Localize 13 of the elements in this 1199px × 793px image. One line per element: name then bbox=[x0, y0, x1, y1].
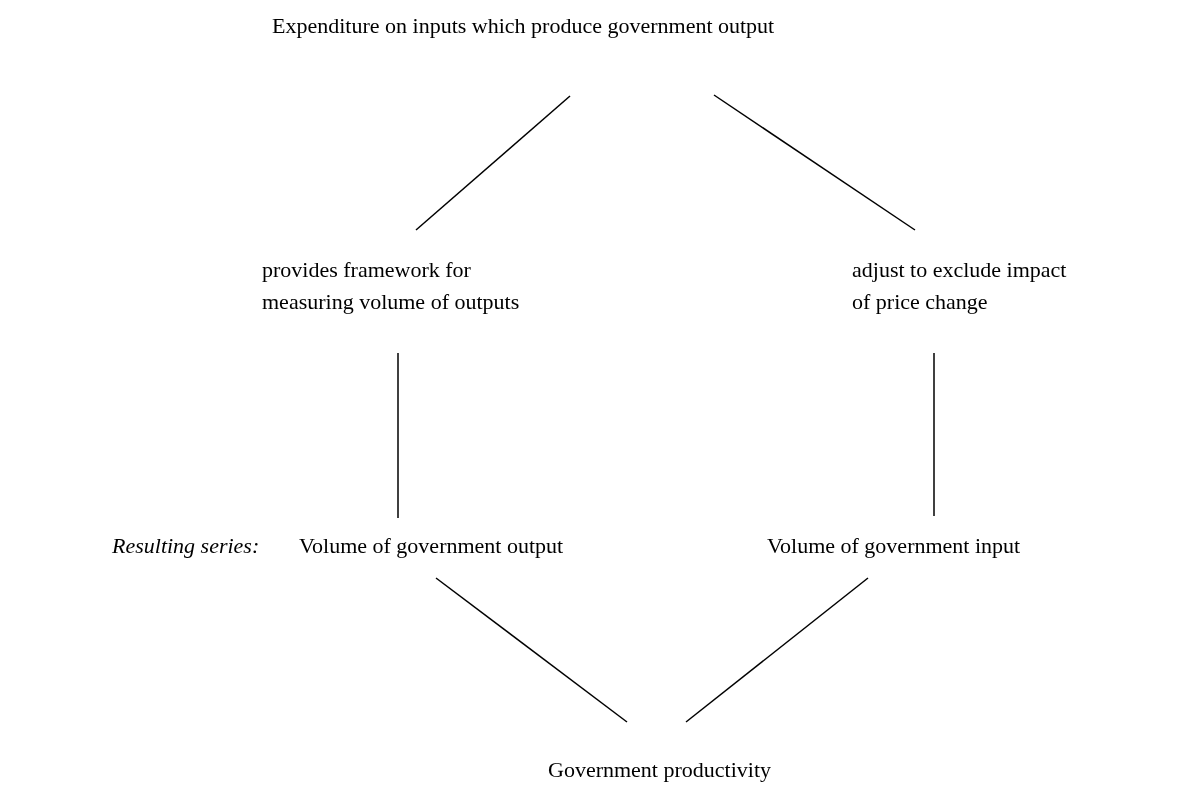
connector-line bbox=[435, 577, 628, 723]
node-text: Expenditure on inputs which produce government output bbox=[272, 10, 775, 42]
node-text: Volume of government input bbox=[767, 530, 1021, 562]
node-text: Volume of government output bbox=[299, 530, 564, 562]
connector-line bbox=[713, 94, 916, 231]
node-text: adjust to exclude impact of price change bbox=[852, 254, 1082, 318]
connector-line bbox=[933, 352, 935, 517]
connector-line bbox=[685, 577, 869, 723]
connector-line bbox=[415, 95, 571, 231]
node-text: provides framework for measuring volume of outputs bbox=[262, 254, 562, 318]
connector-line bbox=[397, 352, 399, 519]
row-label: Resulting series: bbox=[112, 532, 260, 560]
node-text: Government productivity bbox=[548, 754, 771, 786]
